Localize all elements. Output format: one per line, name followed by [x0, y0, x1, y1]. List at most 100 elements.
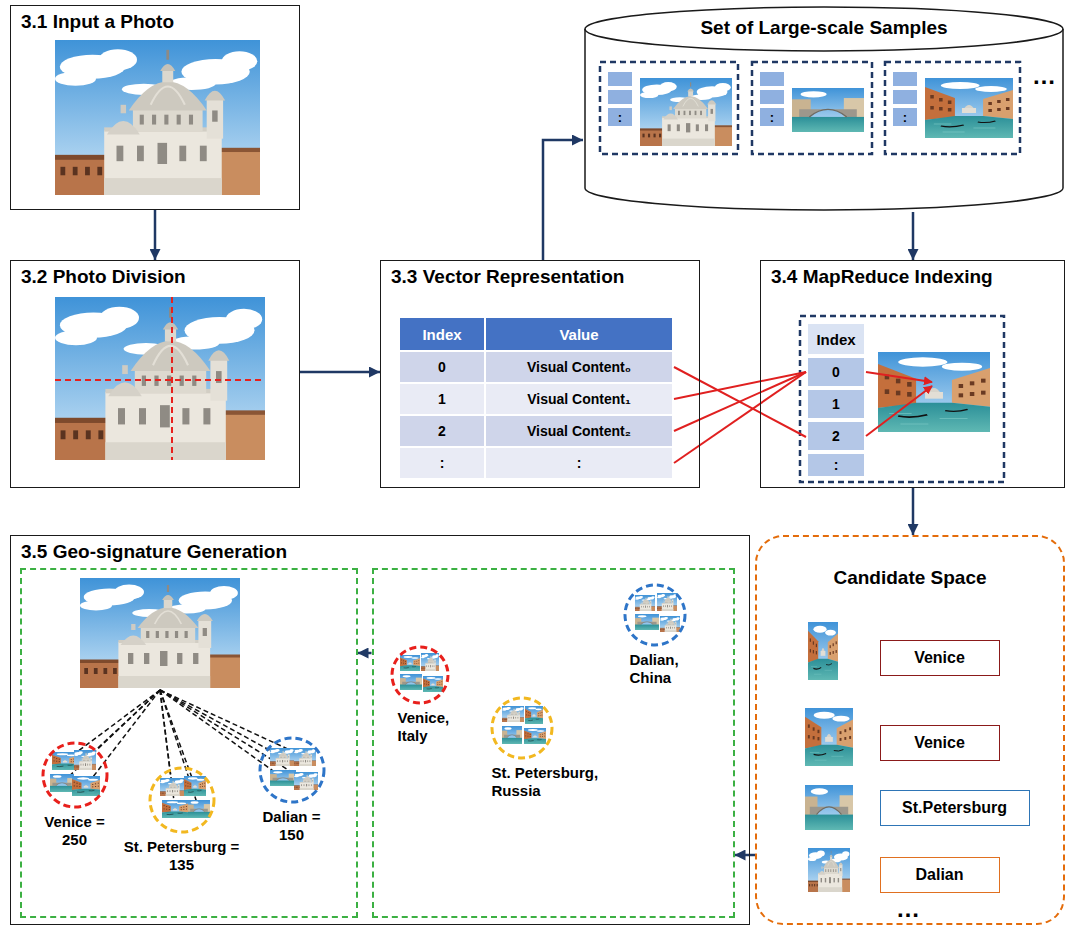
assignment-lines	[62, 690, 160, 783]
index-cell: 0	[808, 358, 864, 386]
cluster-thumbnails	[400, 655, 420, 671]
cluster-label: St. Petersburg = 135	[117, 838, 247, 874]
step-box: 3.1 Input a Photo	[10, 5, 300, 210]
mapping-lines	[674, 372, 806, 463]
circle-ring	[150, 768, 214, 832]
assignment-lines	[86, 690, 160, 786]
cluster-panel: Venice = 250St. Petersburg = 135 Dalian =…	[20, 568, 358, 918]
cluster-thumbnails	[525, 706, 543, 724]
cluster-thumbnails	[294, 772, 318, 790]
node-title: Candidate Space	[757, 537, 1063, 589]
table-cell: 0	[400, 352, 484, 382]
circle-outline	[390, 645, 450, 705]
assignment-lines	[160, 690, 306, 781]
cluster-thumbnails	[72, 776, 100, 796]
cluster-thumbnails	[502, 726, 522, 744]
mapping-lines	[674, 367, 806, 437]
sample-cards	[640, 78, 732, 146]
index-panel	[800, 316, 1004, 482]
cluster-thumbnails	[660, 616, 680, 632]
cluster-circle: Venice = 250	[41, 741, 109, 809]
index-header: Index	[808, 324, 864, 354]
circle-ring	[43, 743, 107, 807]
node-title: 3.5 Geo-signature Generation	[11, 536, 749, 568]
cylinder-body	[585, 29, 1063, 210]
cluster-label: Dalian, China	[630, 651, 700, 687]
cluster-thumbnails	[270, 770, 296, 786]
cluster-label: Venice, Italy	[398, 709, 468, 745]
sample-cards	[925, 78, 1013, 138]
geo-photo	[80, 578, 240, 688]
cluster-thumbnails	[162, 800, 188, 818]
cluster-thumbnails	[635, 614, 659, 630]
node-title: Set of Large-scale Samples	[583, 5, 1065, 39]
circle-ring	[260, 738, 324, 802]
flow-arrow	[912, 488, 915, 535]
cluster-thumbnails	[74, 750, 96, 770]
cluster-thumbnails	[160, 778, 184, 796]
cluster-panel: Venice, Italy St. Petersburg, Russia Dalia…	[372, 568, 735, 918]
cluster-thumbnails	[188, 800, 210, 818]
flow-arrow	[154, 210, 157, 260]
cluster-thumbnails	[294, 748, 316, 766]
divided-photo	[55, 379, 265, 381]
index-cell: 1	[808, 390, 864, 418]
index-panel	[866, 372, 932, 382]
index-panel	[800, 316, 1004, 482]
cluster-thumbnails	[184, 776, 206, 796]
assignment-lines	[62, 690, 306, 809]
sample-cards	[885, 62, 1020, 154]
circle-outline	[623, 583, 687, 647]
sample-cards	[760, 72, 784, 86]
index-panel	[878, 352, 990, 432]
cluster-thumbnails	[421, 653, 439, 671]
cluster-thumbnails	[502, 706, 524, 722]
node-title: St.Petersburg	[896, 798, 1013, 818]
city-tag: Venice	[880, 640, 1000, 676]
table-cell: 2	[400, 416, 484, 446]
sample-cards	[600, 62, 738, 154]
index-cell: 2	[808, 422, 864, 450]
cluster-circle: St. Petersburg, Russia	[490, 696, 554, 760]
flow-arrow	[735, 854, 756, 857]
cluster-thumbnails	[400, 674, 422, 690]
cluster-circle: Dalian = 150	[258, 736, 326, 804]
cluster-thumbnails	[270, 748, 294, 766]
candidate-photos	[808, 622, 838, 680]
flow-arrow	[543, 140, 583, 260]
node-title: 3.3 Vector Representation	[381, 261, 699, 293]
circle-outline	[490, 696, 554, 760]
flow-arrow	[912, 212, 915, 260]
input-photo	[55, 40, 260, 195]
mapping-lines	[674, 367, 806, 463]
index-cell: :	[808, 454, 864, 476]
divided-photo	[55, 297, 265, 460]
circle-outline	[41, 741, 109, 809]
cluster-thumbnails	[423, 676, 443, 692]
sample-cards	[893, 90, 917, 104]
cluster-circle: Dalian, China	[623, 583, 687, 647]
cluster-thumbnails	[657, 593, 677, 611]
assignment-lines	[160, 690, 282, 757]
sample-cards	[760, 90, 784, 104]
city-tag: Venice	[880, 725, 1000, 761]
node-title: Dalian	[909, 865, 969, 885]
city-tag: Dalian	[880, 857, 1000, 893]
node-title: 3.4 MapReduce Indexing	[761, 261, 1064, 293]
sample-field: :	[893, 108, 917, 126]
flow-arrow	[300, 371, 380, 374]
table-cell: :	[400, 448, 484, 478]
cluster-thumbnails	[524, 728, 546, 744]
node-title: Venice	[908, 648, 971, 668]
circle-ring	[625, 585, 685, 645]
candidate-photos	[805, 708, 853, 766]
circle-ring	[492, 698, 552, 758]
step-box: 3.2 Photo Division	[10, 260, 300, 488]
flow-arrow	[358, 652, 372, 655]
step-box: 3.4 MapReduce Indexing	[760, 260, 1065, 488]
assignment-lines	[160, 690, 283, 778]
candidate-photos	[808, 848, 850, 892]
circle-outline	[258, 736, 326, 804]
sample-field: :	[760, 108, 784, 126]
table-cell: 1	[400, 384, 484, 414]
